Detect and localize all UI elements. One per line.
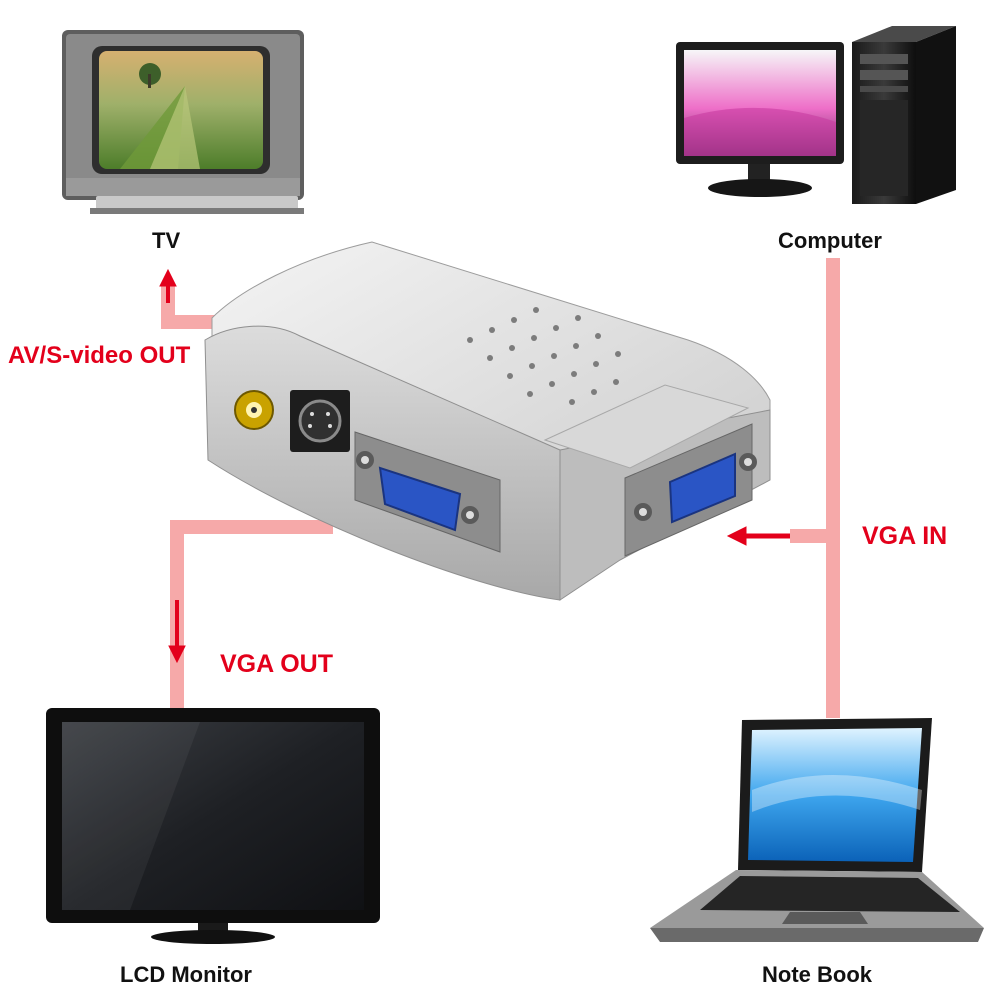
vga-out-path — [170, 520, 333, 712]
vga-out-port-icon — [354, 431, 501, 553]
lcd-monitor-label: LCD Monitor — [120, 962, 252, 987]
av-out-path — [161, 285, 217, 329]
lcd-monitor-icon — [46, 708, 380, 944]
av-out-label: AV/S-video OUT — [8, 342, 191, 369]
tv-label: TV — [152, 228, 181, 253]
vga-out-arrow-icon — [168, 600, 186, 664]
av-out-arrow-icon — [159, 268, 177, 303]
laptop-icon — [650, 718, 984, 942]
desktop-computer-icon — [676, 26, 956, 204]
vga-in-port-icon — [624, 423, 757, 557]
vga-in-label: VGA IN — [862, 522, 948, 550]
vga-in-arrow-icon — [726, 526, 790, 546]
vga-out-label: VGA OUT — [220, 650, 333, 678]
signal-arrows — [159, 268, 790, 664]
s-video-port-icon — [290, 390, 350, 452]
crt-tv-icon — [62, 30, 304, 214]
vga-converter-box-icon — [204, 241, 771, 601]
computer-label: Computer — [778, 228, 882, 253]
vent-holes — [467, 307, 621, 405]
notebook-label: Note Book — [762, 962, 872, 987]
